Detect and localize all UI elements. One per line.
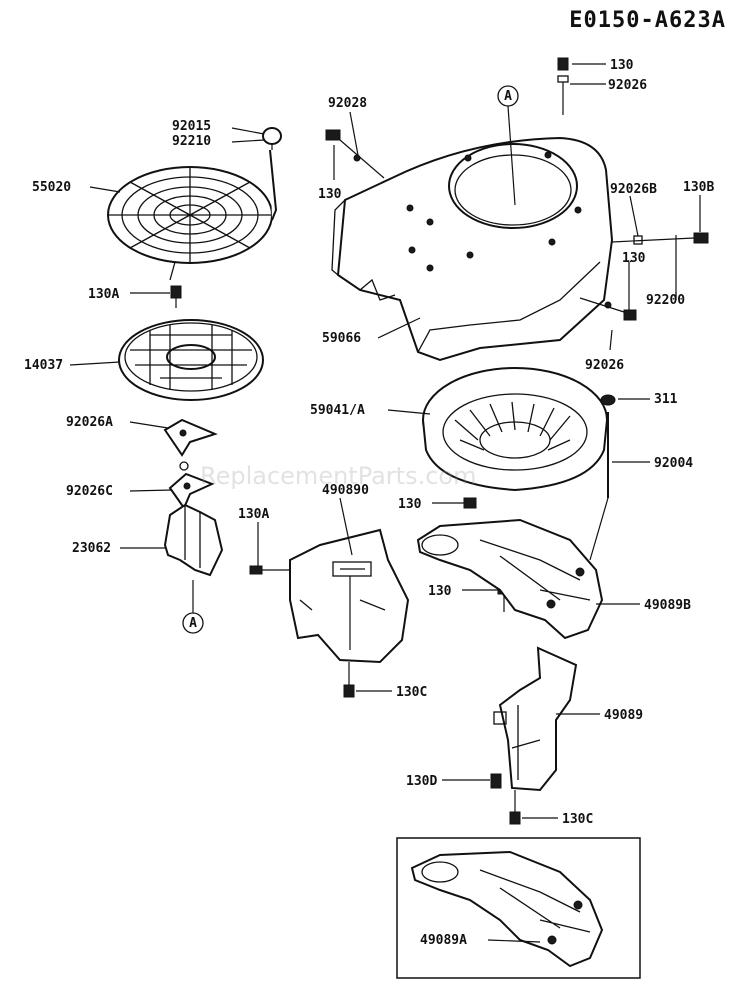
label-92210: 92210 bbox=[172, 134, 211, 149]
screen-55020 bbox=[107, 149, 278, 281]
reference-marker-top: A bbox=[497, 85, 519, 206]
bolt-130-mid bbox=[579, 262, 637, 321]
label-130c-a: 130C bbox=[396, 685, 427, 700]
label-92028: 92028 bbox=[328, 96, 367, 111]
label-92026-top: 92026 bbox=[608, 78, 647, 93]
label-130c-b: 130C bbox=[562, 812, 593, 827]
label-59066: 59066 bbox=[322, 331, 361, 346]
inset-box bbox=[396, 837, 641, 979]
label-490890: 490890 bbox=[322, 483, 369, 498]
label-130-top: 130 bbox=[610, 58, 634, 73]
svg-text:A: A bbox=[189, 616, 197, 631]
label-23062: 23062 bbox=[72, 541, 111, 556]
guide-49089 bbox=[493, 646, 578, 792]
baffle-49089b bbox=[416, 518, 604, 640]
label-92015: 92015 bbox=[172, 119, 211, 134]
label-92004: 92004 bbox=[654, 456, 693, 471]
label-130b: 130B bbox=[683, 180, 714, 195]
label-130-c: 130 bbox=[398, 497, 422, 512]
label-130a-mid: 130A bbox=[238, 507, 269, 522]
bracket-92026a bbox=[163, 418, 218, 457]
bolt-130-c bbox=[463, 497, 477, 509]
guide-490890 bbox=[289, 528, 410, 664]
label-311: 311 bbox=[654, 392, 678, 407]
bracket-23062 bbox=[163, 503, 224, 577]
part-labels: 130 92026 92028 92015 92210 55020 130 92… bbox=[24, 58, 714, 948]
bolt-130d bbox=[490, 773, 502, 789]
reference-marker-bottom: A bbox=[182, 580, 204, 634]
screen-14037 bbox=[118, 319, 264, 401]
bracket-92026c bbox=[168, 461, 215, 511]
svg-text:A: A bbox=[504, 89, 512, 104]
bolt-130-left bbox=[325, 129, 385, 179]
label-130-left: 130 bbox=[318, 187, 342, 202]
label-49089a: 49089A bbox=[420, 933, 467, 948]
cap-92015 bbox=[262, 127, 282, 150]
label-55020: 55020 bbox=[32, 180, 71, 195]
label-92026c: 92026C bbox=[66, 484, 113, 499]
watermark: ReplacementParts.com bbox=[200, 462, 477, 490]
label-92026b: 92026B bbox=[610, 182, 657, 197]
label-49089b: 49089B bbox=[644, 598, 691, 613]
fan-housing-59066 bbox=[331, 136, 614, 362]
label-49089: 49089 bbox=[604, 708, 643, 723]
diagram-code: E0150-A623A bbox=[569, 8, 726, 33]
leader-lines bbox=[69, 63, 701, 943]
label-14037: 14037 bbox=[24, 358, 63, 373]
label-59041a: 59041/A bbox=[310, 403, 365, 418]
bolt-130c-b bbox=[509, 790, 521, 825]
label-130-mid: 130 bbox=[622, 251, 646, 266]
bolt-130-top bbox=[557, 57, 569, 115]
label-92026a: 92026A bbox=[66, 415, 113, 430]
rod-92004 bbox=[600, 394, 616, 498]
bolt-130a-top bbox=[170, 285, 182, 308]
label-92026-mid: 92026 bbox=[585, 358, 624, 373]
flywheel-59041a bbox=[422, 367, 608, 492]
baffle-49089a bbox=[410, 850, 604, 968]
bolt-130c-a bbox=[343, 662, 355, 698]
label-130a-top: 130A bbox=[88, 287, 119, 302]
bolt-130a-mid bbox=[249, 565, 290, 575]
label-130d: 130D bbox=[406, 774, 437, 789]
bolt-130b bbox=[611, 232, 709, 245]
label-92200: 92200 bbox=[646, 293, 685, 308]
label-130-d: 130 bbox=[428, 584, 452, 599]
